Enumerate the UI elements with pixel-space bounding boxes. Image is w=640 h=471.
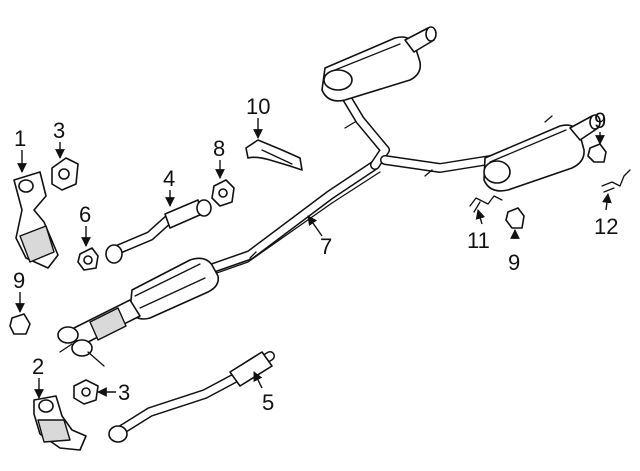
callout-3-lower: 3 <box>118 380 130 405</box>
callout-5: 5 <box>262 390 274 415</box>
heat-shield-part-10 <box>245 139 303 171</box>
intermediate-pipe-part-4 <box>105 199 212 264</box>
callout-4: 4 <box>163 166 175 191</box>
callout-8: 8 <box>213 136 225 161</box>
callout-3-upper: 3 <box>53 118 65 143</box>
gasket-part-6 <box>77 247 99 271</box>
callout-9-left: 9 <box>13 268 25 293</box>
gasket-part-8 <box>211 179 235 207</box>
hanger-part-12 <box>601 169 631 193</box>
callout-7: 7 <box>320 234 332 259</box>
catalytic-converter-part-1 <box>13 171 59 269</box>
callout-leaders <box>15 118 612 399</box>
callout-2: 2 <box>32 354 44 379</box>
callout-9-right: 9 <box>594 108 606 133</box>
exhaust-assembly-part-7 <box>57 26 601 367</box>
intermediate-pipe-part-5 <box>108 351 275 443</box>
callout-11: 11 <box>467 228 490 253</box>
callout-6: 6 <box>79 202 91 227</box>
catalytic-converter-part-2 <box>33 395 87 451</box>
insulator-part-9-left <box>9 313 31 335</box>
callout-1: 1 <box>14 126 26 151</box>
callout-9-middle: 9 <box>508 250 520 275</box>
insulator-part-9-middle <box>505 207 525 229</box>
callout-12: 12 <box>594 214 618 239</box>
callout-10: 10 <box>246 94 270 119</box>
insulator-part-9-right <box>587 143 607 163</box>
gasket-part-3-lower <box>73 379 99 405</box>
gasket-part-3-upper <box>51 157 79 191</box>
hanger-bracket-part-11 <box>469 195 503 213</box>
